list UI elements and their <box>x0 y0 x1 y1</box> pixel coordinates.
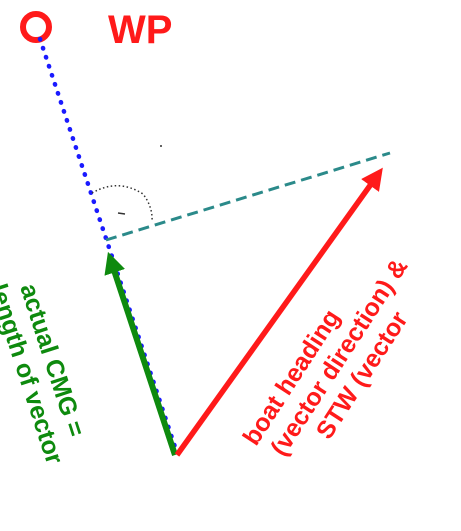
cmg-vector <box>104 251 178 456</box>
heading-stw-vector <box>174 167 383 457</box>
right-angle-arc <box>91 185 153 223</box>
right-angle-mark <box>117 212 126 215</box>
stray-dot <box>160 145 162 147</box>
waypoint-label: WP <box>108 8 172 52</box>
heading-annotation: boat heading (vector direction) & STW (v… <box>238 254 414 461</box>
cmg-annotation: actual CMG = length of vector <box>0 280 90 468</box>
projection-line <box>105 151 391 242</box>
waypoint-marker <box>20 11 52 43</box>
